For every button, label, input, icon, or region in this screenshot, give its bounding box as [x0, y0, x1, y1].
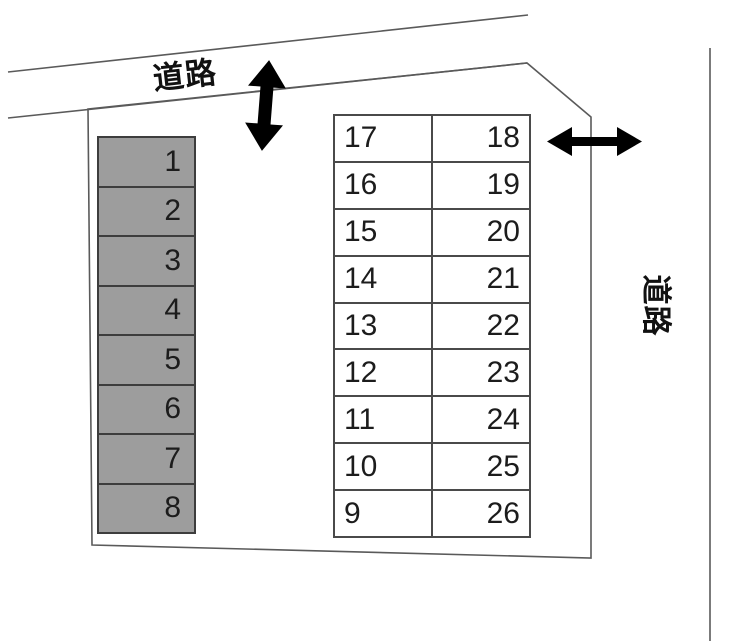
parking-space-number: 3 — [164, 243, 181, 277]
parking-space-number: 26 — [486, 496, 520, 530]
parking-space-4: 4 — [99, 287, 194, 336]
vertical-double-arrow-icon — [245, 60, 286, 151]
parking-space-11: 11 — [335, 397, 433, 443]
table-row: 13 22 — [335, 303, 529, 351]
parking-space-number: 1 — [164, 144, 181, 178]
parking-space-26: 26 — [433, 491, 529, 536]
parking-space-number: 10 — [344, 449, 378, 483]
parking-space-number: 22 — [486, 309, 520, 342]
parking-space-8: 8 — [99, 485, 194, 533]
parking-space-number: 7 — [164, 441, 181, 475]
parking-space-number: 2 — [164, 194, 181, 228]
parking-space-number: 8 — [164, 491, 181, 525]
white-parking-block: 17 18 16 19 15 20 14 21 13 22 12 23 11 2… — [333, 114, 531, 538]
horizontal-double-arrow-icon — [547, 127, 642, 156]
parking-space-3: 3 — [99, 237, 194, 287]
table-row: 17 18 — [335, 116, 529, 163]
parking-space-number: 23 — [486, 355, 520, 389]
parking-space-12: 12 — [335, 350, 433, 396]
parking-space-number: 13 — [344, 309, 378, 342]
parking-space-21: 21 — [433, 257, 529, 302]
parking-space-number: 17 — [344, 121, 378, 155]
parking-space-16: 16 — [335, 162, 433, 208]
parking-space-number: 21 — [486, 262, 520, 296]
parking-space-number: 25 — [486, 449, 520, 483]
parking-space-number: 12 — [344, 355, 378, 389]
parking-space-number: 20 — [486, 215, 520, 249]
parking-space-17: 17 — [335, 116, 433, 161]
table-row: 11 24 — [335, 397, 529, 445]
table-row: 12 23 — [335, 350, 529, 398]
parking-space-19: 19 — [433, 163, 529, 208]
table-row: 15 20 — [335, 209, 529, 257]
parking-space-13: 13 — [335, 303, 433, 349]
parking-space-9: 9 — [335, 491, 433, 537]
right-road-label: 道路 — [639, 274, 672, 337]
parking-space-5: 5 — [99, 336, 194, 386]
property-boundary — [87, 62, 592, 559]
parking-space-number: 18 — [486, 121, 520, 155]
parking-space-15: 15 — [335, 209, 433, 255]
parking-space-number: 5 — [164, 342, 181, 376]
parking-space-23: 23 — [433, 350, 529, 395]
parking-space-number: 4 — [164, 293, 181, 327]
table-row: 10 25 — [335, 444, 529, 492]
table-row: 14 21 — [335, 256, 529, 304]
parking-space-7: 7 — [99, 435, 194, 485]
gray-parking-block: 1 2 3 4 5 6 7 8 — [97, 136, 196, 534]
parking-space-number: 16 — [344, 168, 378, 202]
table-row: 9 26 — [335, 491, 529, 537]
parking-space-20: 20 — [433, 210, 529, 255]
parking-space-22: 22 — [433, 304, 529, 349]
parking-space-18: 18 — [433, 116, 529, 161]
top-road-upper-line — [7, 14, 529, 73]
parking-space-number: 14 — [344, 262, 378, 296]
parking-space-number: 11 — [344, 402, 376, 436]
parking-space-number: 19 — [486, 168, 520, 202]
parking-space-number: 6 — [164, 392, 181, 426]
parking-space-24: 24 — [433, 397, 529, 442]
table-row: 16 19 — [335, 162, 529, 210]
parking-space-6: 6 — [99, 386, 194, 435]
parking-space-number: 15 — [344, 215, 378, 249]
parking-space-1: 1 — [99, 138, 194, 188]
parking-space-number: 24 — [486, 402, 520, 436]
parking-space-2: 2 — [99, 188, 194, 237]
parking-space-14: 14 — [335, 256, 433, 302]
parking-space-10: 10 — [335, 444, 433, 490]
parking-space-number: 9 — [344, 496, 361, 530]
parking-space-25: 25 — [433, 444, 529, 489]
